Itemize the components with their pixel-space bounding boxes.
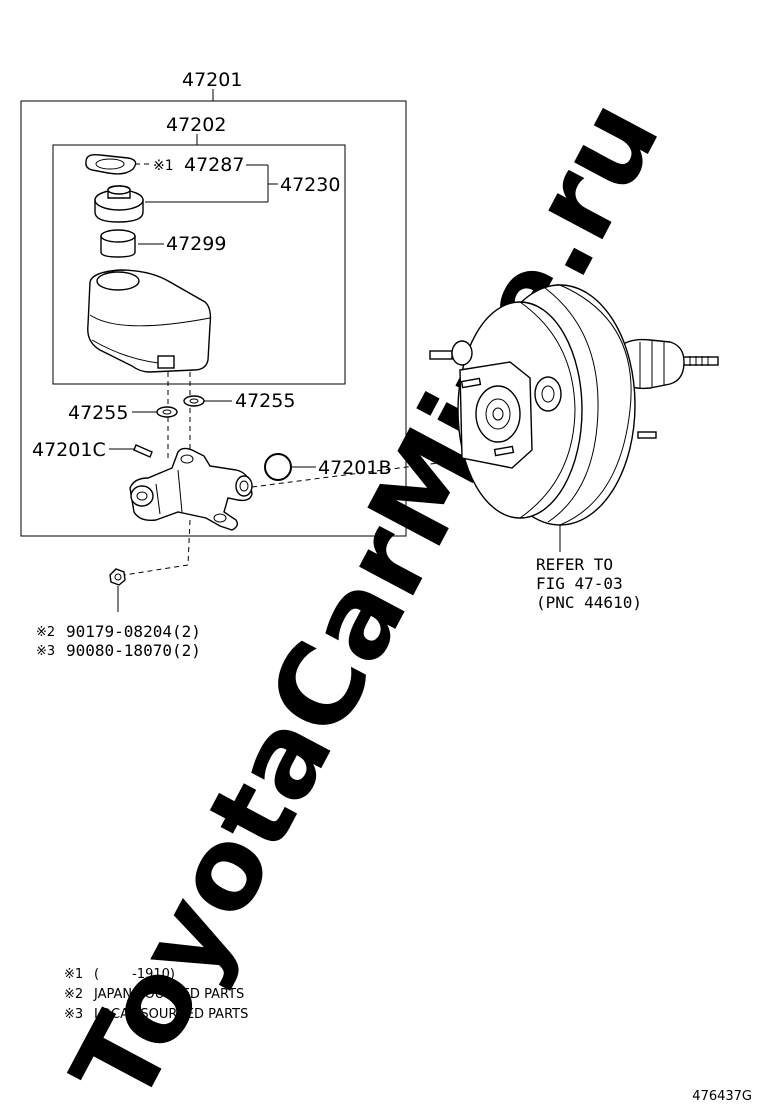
part-label-47202: 47202 (166, 114, 226, 136)
seal-right-part (183, 395, 205, 407)
assembly-box-47202 (52, 144, 346, 385)
part-label-47287: 47287 (184, 154, 244, 176)
svg-text:FIG 47-03: FIG 47-03 (536, 574, 623, 593)
footnote-1-mark: ※1 (64, 967, 83, 982)
footnote-1-text: ( -1910) (94, 967, 175, 982)
svg-text:※3: ※3 (36, 644, 55, 659)
part-label-47201: 47201 (182, 69, 242, 91)
o-ring-part (264, 453, 292, 481)
strainer-part (100, 229, 136, 258)
bolt-code-1: ※2 90179-08204(2) (36, 622, 201, 641)
reservoir-tank-part (87, 269, 212, 373)
pin-part (133, 444, 153, 458)
part-label-47230: 47230 (280, 174, 340, 196)
master-cylinder-body-part (129, 447, 253, 531)
figure-code: 476437G (692, 1089, 752, 1104)
svg-text:※2: ※2 (36, 625, 55, 640)
bolt-code-2: ※3 90080-18070(2) (36, 641, 201, 660)
reservoir-cap-part (94, 185, 144, 223)
svg-text:(PNC 44610): (PNC 44610) (536, 593, 642, 612)
part-label-47201B: 47201B (318, 457, 391, 479)
svg-text:90080-18070(2): 90080-18070(2) (66, 641, 201, 660)
footnote-3-mark: ※3 (64, 1007, 83, 1022)
svg-text:REFER TO: REFER TO (536, 555, 613, 574)
mark-47287: ※1 (153, 158, 174, 174)
seal-left-part (156, 406, 178, 418)
bolt-part (109, 568, 126, 586)
part-label-47255-left: 47255 (68, 402, 128, 424)
part-label-47299: 47299 (166, 233, 226, 255)
footnote-2-mark: ※2 (64, 987, 83, 1002)
refer-note: REFER TO FIG 47-03 (PNC 44610) (536, 555, 642, 612)
footnotes: ※1 ( -1910) ※2 JAPAN SOURCED PARTS ※3 LO… (64, 967, 248, 1022)
footnote-2-text: JAPAN SOURCED PARTS (93, 987, 244, 1002)
part-label-47255-right: 47255 (235, 390, 295, 412)
gasket-part (85, 153, 137, 175)
part-label-47201C: 47201C (32, 439, 106, 461)
svg-text:90179-08204(2): 90179-08204(2) (66, 622, 201, 641)
footnote-3-text: LOCAL SOURCED PARTS (94, 1007, 248, 1022)
brake-booster-part (429, 284, 719, 526)
